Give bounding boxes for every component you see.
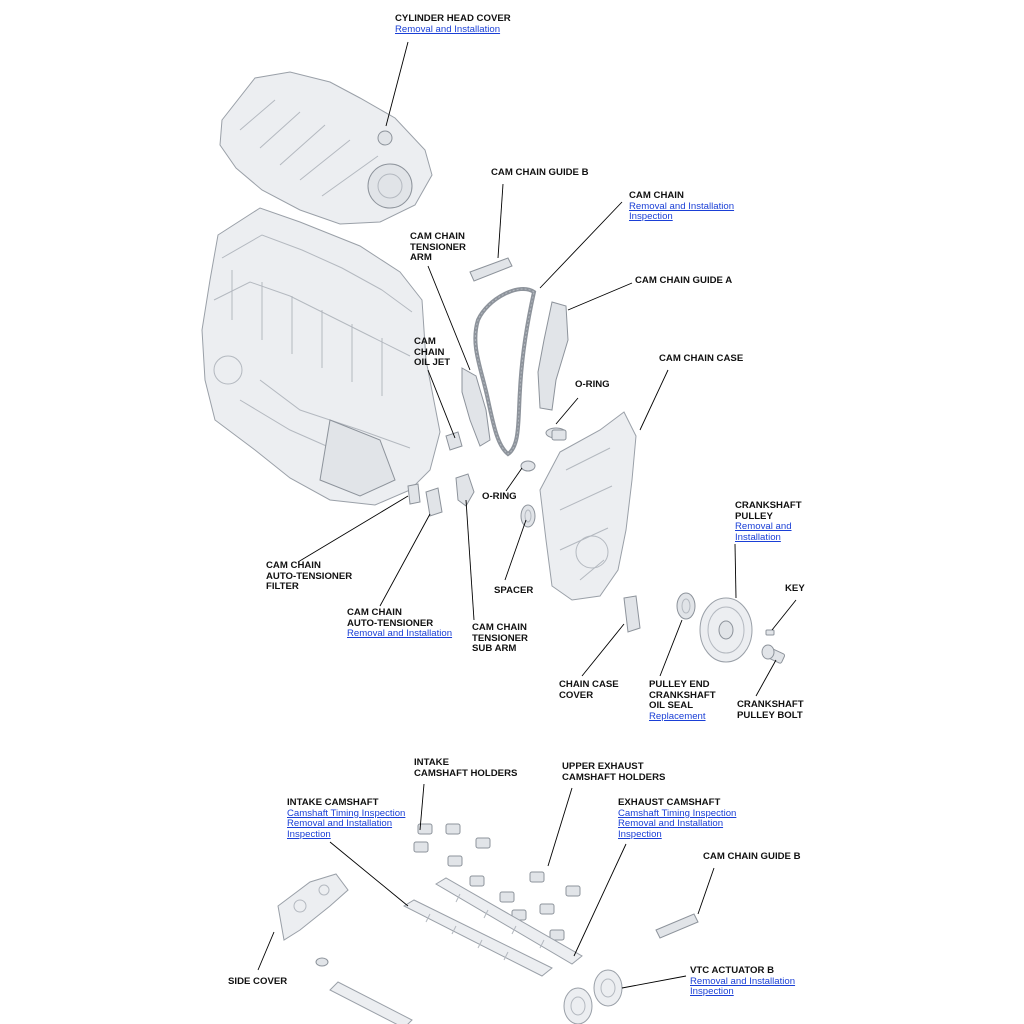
callout-title: CAM CHAIN — [629, 190, 684, 201]
callout-spacer: SPACER — [494, 585, 534, 597]
removal-installation-link[interactable]: Removal and Installation — [618, 818, 724, 830]
removal-installation-link[interactable]: Removal and Installation — [287, 818, 393, 830]
exhaust-camshaft-part — [435, 877, 583, 965]
key-part — [765, 629, 775, 636]
callout-title: CAM CHAIN TENSIONER SUB ARM — [472, 622, 528, 655]
callout-title: CHAIN CASE COVER — [559, 679, 619, 701]
callout-o-ring-lower: O-RING — [482, 491, 517, 503]
vtc-actuator-b-part — [563, 969, 623, 1024]
callout-cam-chain-guide-b-top: CAM CHAIN GUIDE B — [491, 167, 589, 179]
callout-title: VTC ACTUATOR B — [690, 965, 775, 976]
upper-exhaust-camshaft-holders-part — [511, 871, 581, 941]
camshaft-timing-inspection-link[interactable]: Camshaft Timing Inspection — [618, 807, 737, 819]
cam-chain-tensioner-arm-part — [461, 367, 491, 447]
callout-cam-chain-tensioner-arm: CAM CHAIN TENSIONER ARM — [410, 231, 466, 264]
callout-intake-camshaft-holders: INTAKE CAMSHAFT HOLDERS — [414, 757, 518, 779]
cam-chain-guide-a-part — [537, 301, 569, 411]
callout-title: EXHAUST CAMSHAFT — [618, 797, 721, 808]
callout-title: CYLINDER HEAD COVER — [395, 13, 511, 24]
callout-title: CAM CHAIN CASE — [659, 353, 744, 364]
callout-exhaust-camshaft: EXHAUST CAMSHAFT Camshaft Timing Inspect… — [618, 797, 737, 840]
callout-title: CAM CHAIN AUTO-TENSIONER FILTER — [266, 560, 353, 593]
callout-title: CAM CHAIN AUTO-TENSIONER — [347, 607, 434, 629]
callout-title: CRANKSHAFT PULLEY — [735, 500, 802, 522]
callout-title: CAM CHAIN TENSIONER ARM — [410, 231, 466, 264]
callout-key: KEY — [785, 583, 805, 595]
callout-title: SPACER — [494, 585, 534, 596]
callout-title: INTAKE CAMSHAFT — [287, 797, 379, 808]
camshaft-timing-inspection-link[interactable]: Camshaft Timing Inspection — [287, 807, 406, 819]
callout-vtc-actuator-b: VTC ACTUATOR B Removal and Installation … — [690, 965, 796, 998]
callout-cam-chain-case: CAM CHAIN CASE — [659, 353, 744, 365]
callout-title: KEY — [785, 583, 805, 594]
callout-cam-chain-auto-tensioner-filter: CAM CHAIN AUTO-TENSIONER FILTER — [266, 560, 353, 593]
cam-chain-tensioner-sub-arm-part — [455, 473, 475, 507]
callout-pulley-end-crankshaft-oil-seal: PULLEY END CRANKSHAFT OIL SEAL Replaceme… — [649, 679, 716, 722]
crankshaft-pulley-part — [699, 597, 753, 663]
cam-chain-auto-tensioner-filter-part — [407, 483, 421, 505]
cam-chain-guide-b-top-part — [469, 257, 513, 282]
callout-title: CAM CHAIN GUIDE B — [491, 167, 589, 178]
chain-case-cover-part — [623, 595, 641, 633]
crankshaft-pulley-bolt-part — [761, 644, 786, 664]
callout-title: O-RING — [482, 491, 517, 502]
callout-title: O-RING — [575, 379, 610, 390]
callout-intake-camshaft: INTAKE CAMSHAFT Camshaft Timing Inspecti… — [287, 797, 406, 840]
callout-title: CAM CHAIN GUIDE A — [635, 275, 733, 286]
cam-chain-oil-jet-part — [445, 431, 463, 451]
pulley-end-crankshaft-oil-seal-part — [676, 592, 696, 620]
intake-camshaft-holders-part — [413, 823, 515, 903]
callout-upper-exhaust-camshaft-holders: UPPER EXHAUST CAMSHAFT HOLDERS — [562, 761, 666, 783]
removal-installation-link[interactable]: Removal and Installation — [347, 628, 453, 640]
callout-title: UPPER EXHAUST CAMSHAFT HOLDERS — [562, 761, 666, 783]
inspection-link[interactable]: Inspection — [287, 828, 331, 840]
callout-cylinder-head-cover: CYLINDER HEAD COVER Removal and Installa… — [395, 13, 511, 35]
cam-chain-case-part — [539, 411, 637, 601]
callout-title: CAM CHAIN GUIDE B — [703, 851, 801, 862]
callout-side-cover: SIDE COVER — [228, 976, 288, 988]
installation-link[interactable]: Installation — [735, 531, 781, 543]
removal-installation-link[interactable]: Removal and Installation — [690, 975, 796, 987]
inspection-link[interactable]: Inspection — [618, 828, 662, 840]
leader-lines — [257, 41, 797, 989]
inspection-link[interactable]: Inspection — [629, 211, 673, 223]
cylinder-head-cover-part — [219, 71, 433, 225]
spacer-part — [520, 504, 536, 528]
callout-chain-case-cover: CHAIN CASE COVER — [559, 679, 619, 701]
callout-cam-chain-guide-b-bottom: CAM CHAIN GUIDE B — [703, 851, 801, 863]
callout-title: SIDE COVER — [228, 976, 288, 987]
callout-crankshaft-pulley-bolt: CRANKSHAFT PULLEY BOLT — [737, 699, 804, 721]
callout-title: INTAKE CAMSHAFT HOLDERS — [414, 757, 518, 779]
callout-o-ring-upper: O-RING — [575, 379, 610, 391]
cam-chain-auto-tensioner-part — [425, 487, 443, 517]
callout-cam-chain-guide-a: CAM CHAIN GUIDE A — [635, 275, 733, 287]
removal-link[interactable]: Removal and — [735, 521, 792, 533]
callout-title: CRANKSHAFT PULLEY BOLT — [737, 699, 804, 721]
callout-crankshaft-pulley: CRANKSHAFT PULLEY Removal and Installati… — [735, 500, 802, 543]
callout-cam-chain-auto-tensioner: CAM CHAIN AUTO-TENSIONER Removal and Ins… — [347, 607, 453, 640]
callout-cam-chain-oil-jet: CAM CHAIN OIL JET — [414, 336, 451, 369]
side-cover-part — [277, 873, 349, 941]
o-ring-lower-part — [520, 460, 536, 472]
callout-cam-chain-tensioner-sub-arm: CAM CHAIN TENSIONER SUB ARM — [472, 622, 528, 655]
replacement-link[interactable]: Replacement — [649, 710, 706, 722]
cam-chain-guide-b-bottom-part — [655, 913, 699, 939]
callout-title: CAM CHAIN OIL JET — [414, 336, 451, 369]
callout-title: PULLEY END CRANKSHAFT OIL SEAL — [649, 679, 716, 712]
callout-cam-chain: CAM CHAIN Removal and Installation Inspe… — [629, 190, 735, 223]
removal-installation-link[interactable]: Removal and Installation — [629, 200, 735, 212]
inspection-link[interactable]: Inspection — [690, 986, 734, 998]
removal-installation-link[interactable]: Removal and Installation — [395, 23, 501, 35]
intake-camshaft-part — [402, 899, 553, 977]
engine-block-part — [201, 207, 441, 506]
